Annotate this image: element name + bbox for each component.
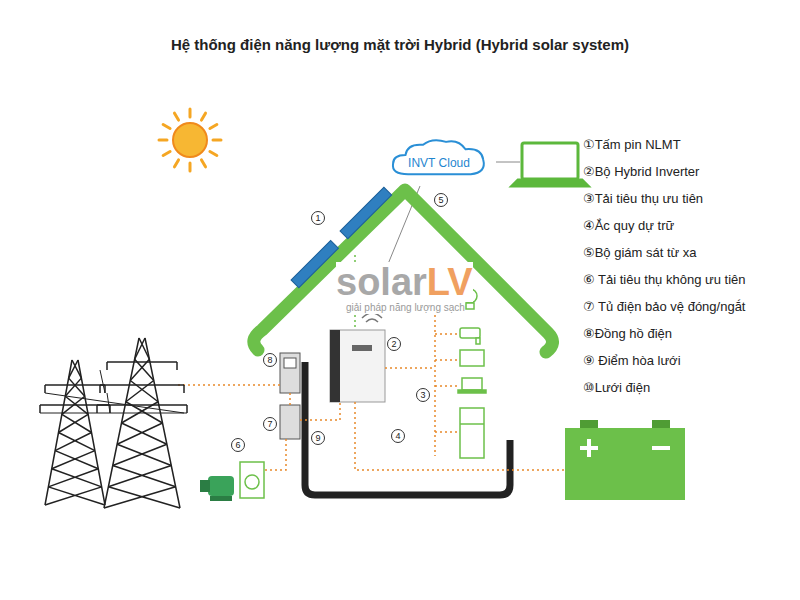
legend-item: ⑧Đồng hồ điện	[583, 326, 672, 341]
callout-number: 9	[311, 431, 325, 445]
legend-item: ④Ắc quy dự trữ	[583, 218, 674, 233]
sun-ray	[202, 160, 206, 167]
node-text: INVT Cloud	[408, 156, 470, 170]
sun-ray	[163, 152, 170, 156]
breaker-cabinet	[280, 405, 300, 439]
cloud-link	[496, 162, 520, 163]
power-towers	[40, 338, 187, 508]
ac-wiring	[178, 300, 565, 470]
tower	[97, 338, 187, 508]
sun-ray	[163, 125, 170, 129]
legend-item: ⑩Lưới điện	[583, 380, 650, 395]
sun-ray	[159, 139, 167, 142]
legend-item: ⑤Bộ giám sát từ xa	[583, 245, 697, 260]
electric-meter	[284, 358, 296, 368]
non-priority-loads	[200, 462, 264, 501]
callout-number: 8	[263, 353, 277, 367]
cloud-node: INVT Cloud	[386, 136, 492, 180]
power-line	[45, 393, 184, 413]
power-line	[40, 413, 187, 414]
sun-ray	[210, 152, 217, 156]
legend-item: ①Tấm pin NLMT	[583, 137, 681, 152]
callout-number: 4	[391, 429, 405, 443]
legend-item: ②Bộ Hybrid Inverter	[583, 164, 699, 179]
legend-item: ⑨ Điểm hòa lưới	[583, 353, 681, 368]
sun-ray	[189, 109, 192, 117]
sun-ray	[175, 160, 179, 167]
roof	[254, 190, 553, 352]
monitor-laptop	[512, 143, 588, 186]
title: Hệ thống điện năng lượng mặt trời Hybrid…	[0, 36, 800, 53]
sun-ray	[202, 113, 206, 120]
watermark-slogan: giải pháp năng lượng sạch	[346, 302, 465, 314]
power-line	[107, 393, 110, 413]
callout-number: 7	[263, 417, 277, 431]
callout-number: 2	[387, 337, 401, 351]
priority-loads	[458, 289, 486, 458]
legend-item: ⑦ Tủ điện bảo vệ đóng/ngắt	[583, 299, 745, 314]
electric-meter	[280, 353, 300, 393]
sun-ray	[213, 139, 221, 142]
watermark-text: LV	[427, 262, 473, 302]
legend-item: ⑥ Tải tiêu thụ không ưu tiên	[583, 272, 746, 287]
sun-ray	[189, 163, 192, 171]
tower	[40, 360, 110, 505]
sun	[159, 109, 221, 171]
sun-ray	[210, 125, 217, 129]
callout-number: 1	[311, 211, 325, 225]
watermark-text: solar	[336, 262, 427, 302]
wifi-symbol	[362, 313, 382, 322]
power-line	[100, 370, 105, 393]
sun-ray	[175, 113, 179, 120]
battery	[565, 420, 685, 500]
hybrid-inverter	[330, 330, 385, 402]
callout-number: 3	[416, 388, 430, 402]
callout-number: 5	[434, 193, 448, 207]
legend-item: ③Tải tiêu thụ ưu tiên	[583, 191, 703, 206]
callout-number: 6	[231, 438, 245, 452]
